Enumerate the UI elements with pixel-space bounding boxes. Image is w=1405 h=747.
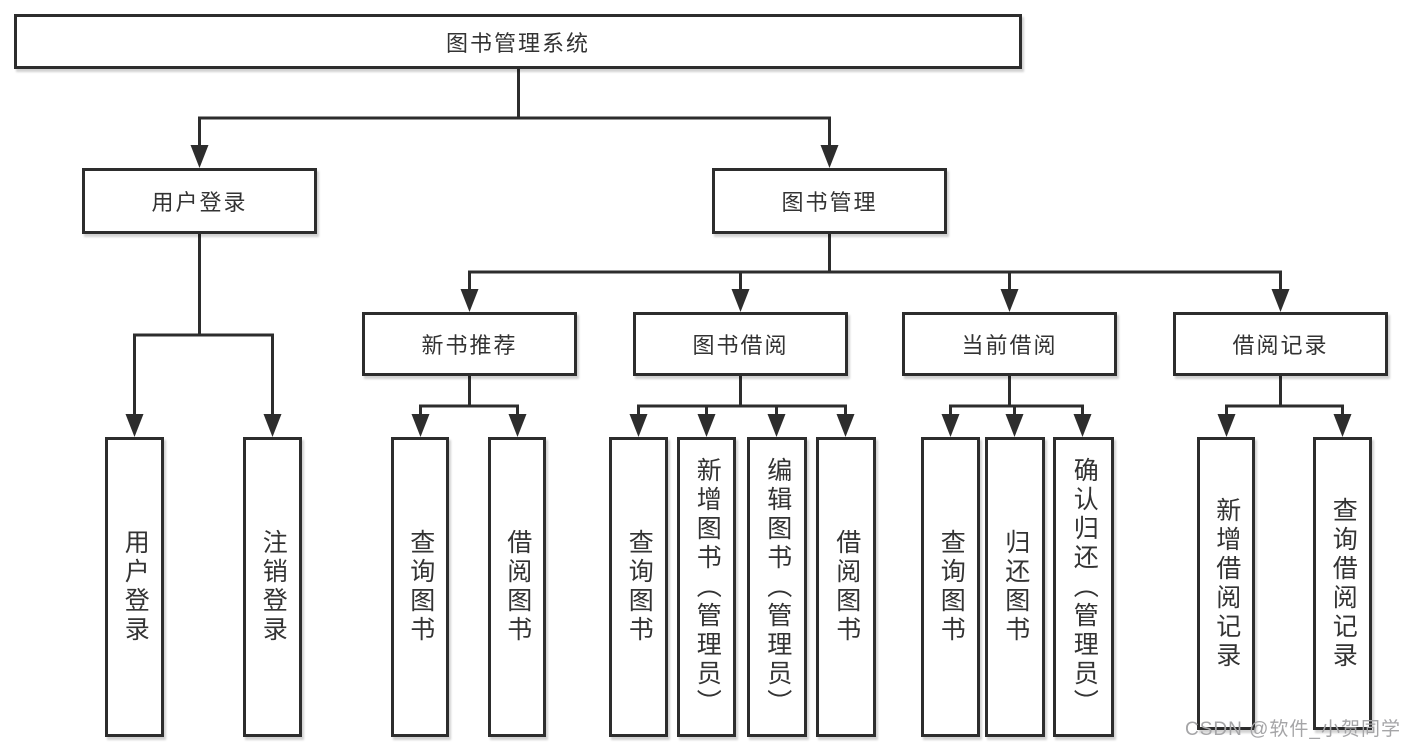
node-leaf-confirm-return-admin-label: 确认归还（管理员）: [1070, 456, 1099, 718]
arrowhead-leaf-confirm-return: [1073, 414, 1092, 437]
node-leaf-borrow-books-1: 借阅图书: [488, 437, 546, 737]
connector-current-borrowing: [949, 376, 1084, 417]
node-leaf-return-books-label: 归还图书: [1001, 529, 1030, 645]
node-leaf-return-books: 归还图书: [985, 437, 1045, 737]
node-leaf-add-borrow-record: 新增借阅记录: [1197, 437, 1255, 730]
node-new-book-recommendation-label: 新书推荐: [421, 333, 518, 358]
connector-book-management: [468, 234, 1282, 292]
connector-root-stem: [198, 69, 831, 148]
node-book-management-label: 图书管理: [781, 190, 878, 215]
node-leaf-confirm-return-admin: 确认归还（管理员）: [1053, 437, 1114, 737]
connector-borrowing-records: [1225, 376, 1344, 417]
arrowhead-leaf-add-book: [697, 414, 716, 437]
node-leaf-user-login: 用户登录: [105, 437, 164, 737]
node-root-library-management-system: 图书管理系统: [14, 14, 1022, 69]
node-leaf-add-borrow-record-label: 新增借阅记录: [1212, 496, 1241, 671]
node-borrowing-records-label: 借阅记录: [1232, 333, 1329, 358]
node-current-borrowing: 当前借阅: [902, 312, 1117, 376]
node-leaf-query-books-3-label: 查询图书: [937, 529, 966, 645]
node-leaf-query-books-1: 查询图书: [391, 437, 449, 737]
node-user-login-label: 用户登录: [151, 190, 248, 215]
arrowhead-leaf-logout: [263, 414, 282, 437]
arrowhead-leaf-query-record: [1333, 414, 1352, 437]
arrowhead-leaf-user-login: [125, 414, 144, 437]
node-borrowing-records: 借阅记录: [1173, 312, 1388, 376]
arrowhead-leaf-return-books: [1005, 414, 1024, 437]
node-leaf-logout-label: 注销登录: [259, 529, 288, 645]
node-leaf-query-books-3: 查询图书: [921, 437, 980, 737]
arrowhead-current-borrowing: [1000, 289, 1019, 312]
arrowhead-leaf-query-books-1: [411, 414, 430, 437]
node-leaf-add-book-admin-label: 新增图书（管理员）: [693, 456, 722, 718]
node-new-book-recommendation: 新书推荐: [362, 312, 577, 376]
node-leaf-query-borrow-record-label: 查询借阅记录: [1329, 496, 1358, 671]
node-leaf-query-books-1-label: 查询图书: [406, 529, 435, 645]
arrowhead-new-book-recommendation: [460, 289, 479, 312]
arrowhead-leaf-borrow-books-2: [836, 414, 855, 437]
arrowhead-leaf-query-books-3: [941, 414, 960, 437]
connector-new-book-recommendation: [419, 376, 519, 417]
node-book-borrowing: 图书借阅: [633, 312, 848, 376]
node-leaf-edit-book-admin-label: 编辑图书（管理员）: [763, 456, 792, 718]
arrowhead-book-borrowing: [731, 289, 750, 312]
watermark: CSDN @软件_小贺同学: [1185, 719, 1401, 740]
node-leaf-borrow-books-1-label: 借阅图书: [503, 529, 532, 645]
arrowhead-leaf-edit-book: [767, 414, 786, 437]
node-book-borrowing-label: 图书借阅: [692, 333, 789, 358]
arrowhead-leaf-add-record: [1217, 414, 1236, 437]
arrowhead-book-management: [820, 145, 839, 168]
arrowhead-leaf-borrow-books-1: [508, 414, 527, 437]
arrowhead-leaf-query-books-2: [629, 414, 648, 437]
connector-user-login: [133, 234, 274, 417]
node-leaf-user-login-label: 用户登录: [121, 529, 150, 645]
node-leaf-query-books-2: 查询图书: [609, 437, 668, 737]
arrowhead-borrowing-records: [1271, 289, 1290, 312]
node-root-label: 图书管理系统: [445, 30, 590, 56]
node-leaf-query-borrow-record: 查询借阅记录: [1313, 437, 1372, 730]
node-book-management: 图书管理: [712, 168, 947, 234]
arrowhead-user-login: [190, 145, 209, 168]
connector-book-borrowing: [637, 376, 847, 417]
node-leaf-edit-book-admin: 编辑图书（管理员）: [747, 437, 807, 737]
node-leaf-query-books-2-label: 查询图书: [625, 529, 654, 645]
node-leaf-borrow-books-2: 借阅图书: [816, 437, 876, 737]
node-leaf-borrow-books-2-label: 借阅图书: [832, 529, 861, 645]
node-current-borrowing-label: 当前借阅: [961, 333, 1058, 358]
node-leaf-add-book-admin: 新增图书（管理员）: [677, 437, 736, 737]
node-user-login: 用户登录: [82, 168, 317, 234]
node-leaf-logout: 注销登录: [243, 437, 302, 737]
